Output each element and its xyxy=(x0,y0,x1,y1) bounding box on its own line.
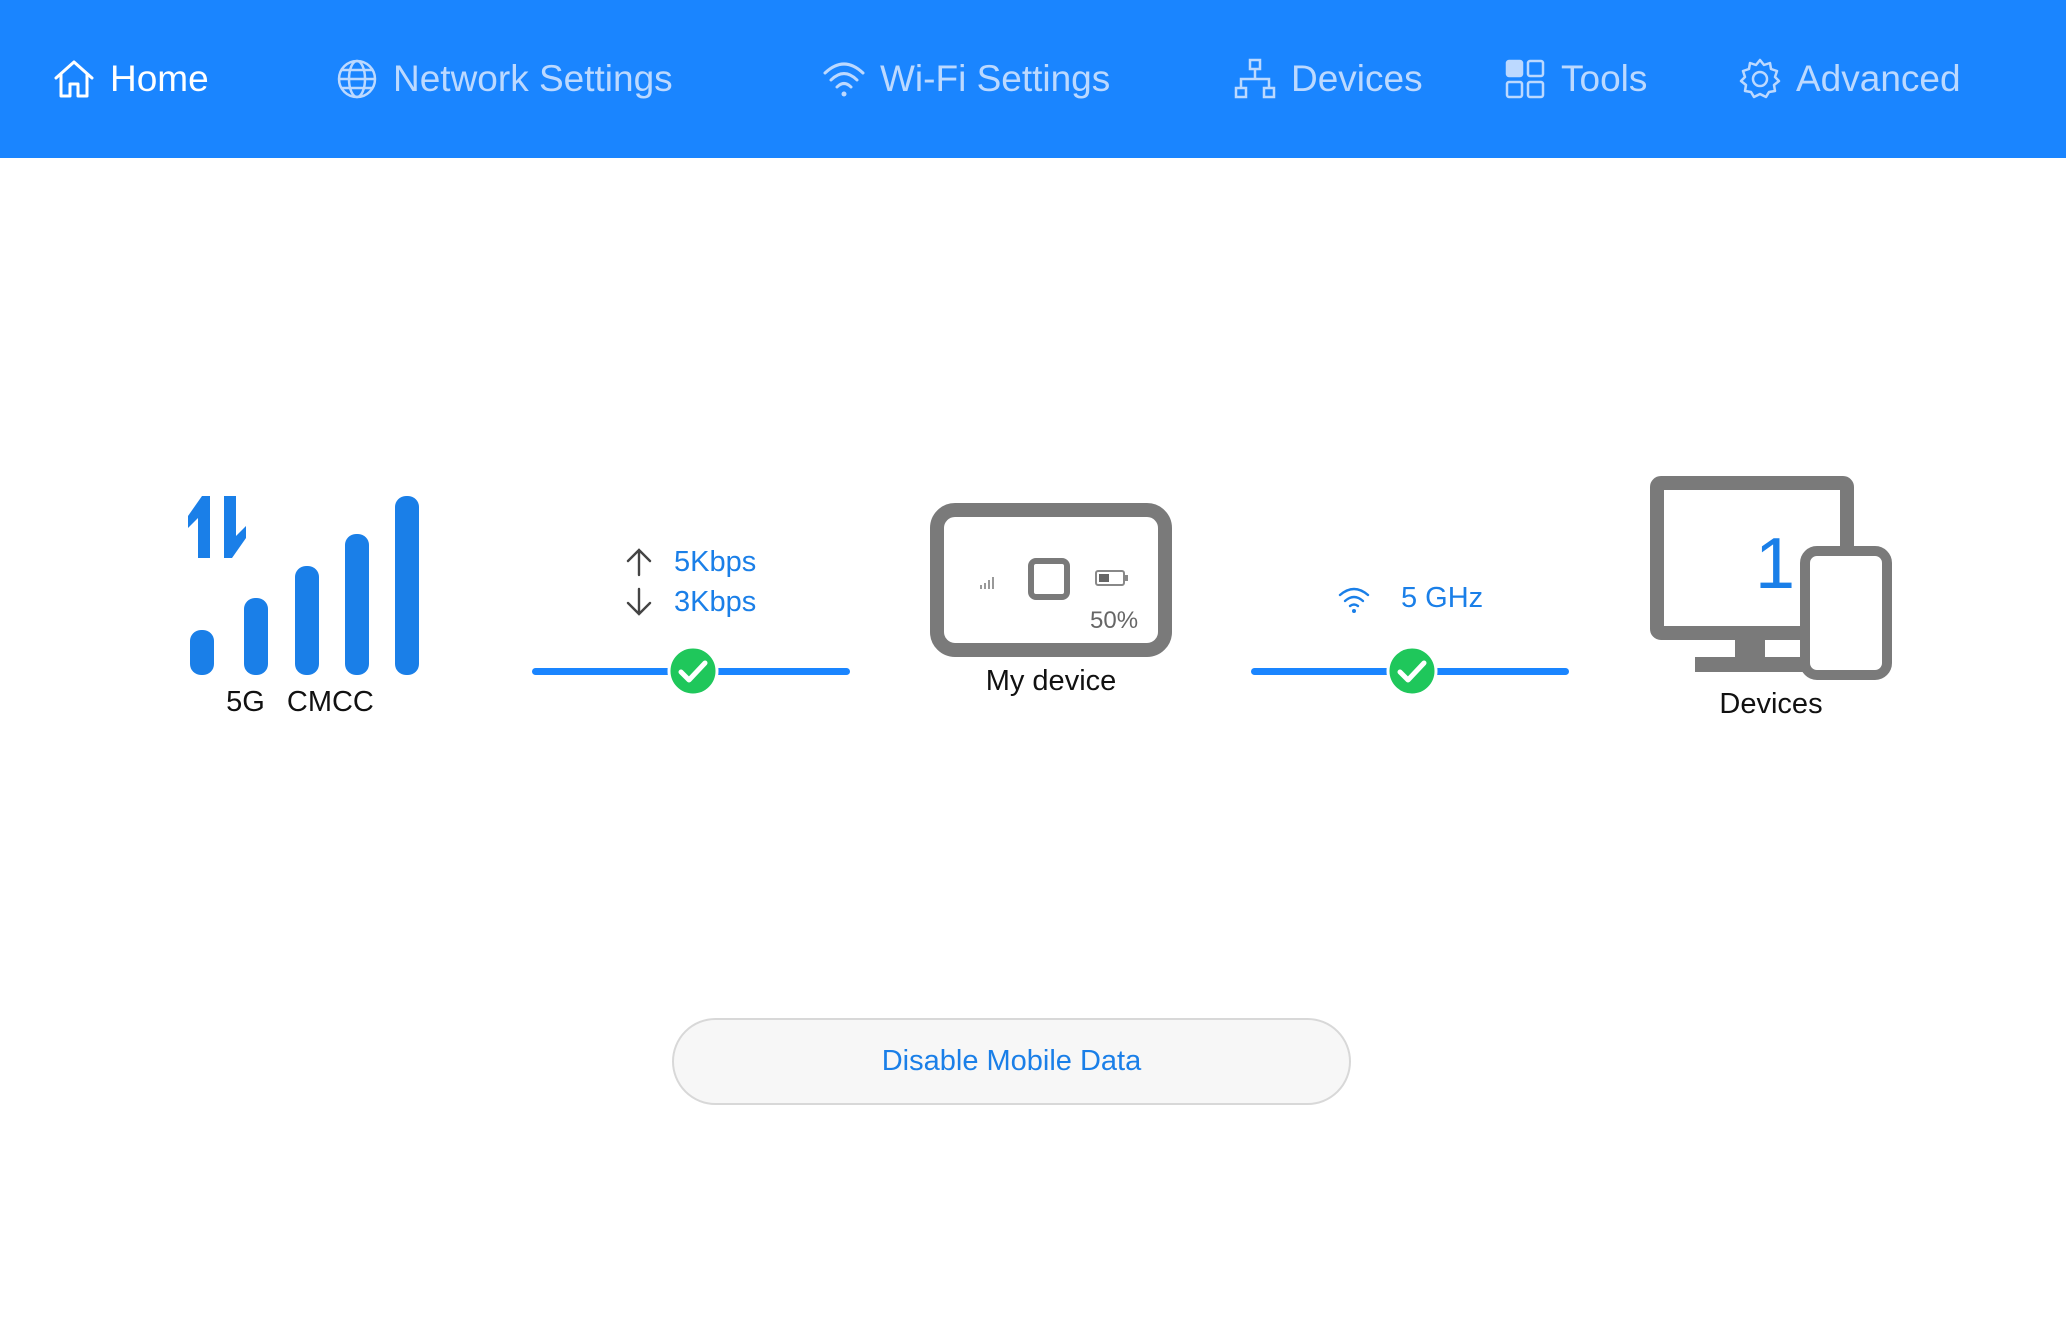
wifi-small-icon xyxy=(1338,587,1370,613)
cellular-signal-status: 5G CMCC xyxy=(180,490,420,720)
nav-label-tools: Tools xyxy=(1561,58,1648,99)
nav-item-home[interactable]: Home xyxy=(52,0,209,158)
wifi-icon xyxy=(823,62,865,97)
nav-item-tools[interactable]: Tools xyxy=(1503,0,1647,158)
router-icon xyxy=(930,503,1172,657)
nav-label-wifi-settings: Wi-Fi Settings xyxy=(880,58,1111,99)
check-circle-icon xyxy=(1386,645,1438,697)
nav-label-home: Home xyxy=(110,58,209,99)
nav-item-devices[interactable]: Devices xyxy=(1233,0,1423,158)
wifi-band: 5 GHz xyxy=(1337,582,1483,615)
upload-speed-value: 5Kbps xyxy=(674,545,757,578)
nav-label-devices: Devices xyxy=(1291,58,1423,99)
grid-icon xyxy=(1505,59,1545,99)
nav-label-advanced: Advanced xyxy=(1796,58,1961,99)
connected-devices[interactable]: 1 Devices xyxy=(1650,476,1892,726)
network-type: 5G xyxy=(226,686,265,718)
arrow-up-icon xyxy=(626,548,652,577)
mobile-connection-link xyxy=(532,623,850,713)
download-speed: 3Kbps xyxy=(622,585,756,619)
devices-label: Devices xyxy=(1719,688,1823,720)
nav-label-network-settings: Network Settings xyxy=(393,58,673,99)
network-type-operator-label: 5G CMCC xyxy=(180,686,420,719)
router-device[interactable]: 50% My device xyxy=(930,503,1172,703)
battery-level: 50% xyxy=(1090,607,1139,634)
home-icon xyxy=(54,60,94,98)
nav-item-advanced[interactable]: Advanced xyxy=(1738,0,1961,158)
download-speed-value: 3Kbps xyxy=(674,585,757,618)
operator-name: CMCC xyxy=(286,686,374,718)
signal-strength-icon xyxy=(188,496,419,675)
wifi-band-value: 5 GHz xyxy=(1401,582,1484,614)
wifi-connection-link xyxy=(1251,623,1569,713)
disable-mobile-data-button[interactable]: Disable Mobile Data xyxy=(672,1018,1351,1105)
arrow-down-icon xyxy=(626,587,652,616)
gear-icon xyxy=(1739,58,1781,99)
device-count: 1 xyxy=(1754,524,1796,604)
network-tree-icon xyxy=(1234,58,1276,99)
globe-icon xyxy=(337,59,377,99)
devices-icon xyxy=(1650,476,1892,680)
router-label: My device xyxy=(985,665,1117,697)
top-navigation-bar: Home Network Settings Wi-Fi Settings Dev… xyxy=(0,0,2066,158)
upload-speed: 5Kbps xyxy=(622,545,756,579)
nav-item-wifi-settings[interactable]: Wi-Fi Settings xyxy=(822,0,1110,158)
nav-item-network-settings[interactable]: Network Settings xyxy=(335,0,673,158)
check-circle-icon xyxy=(667,645,719,697)
